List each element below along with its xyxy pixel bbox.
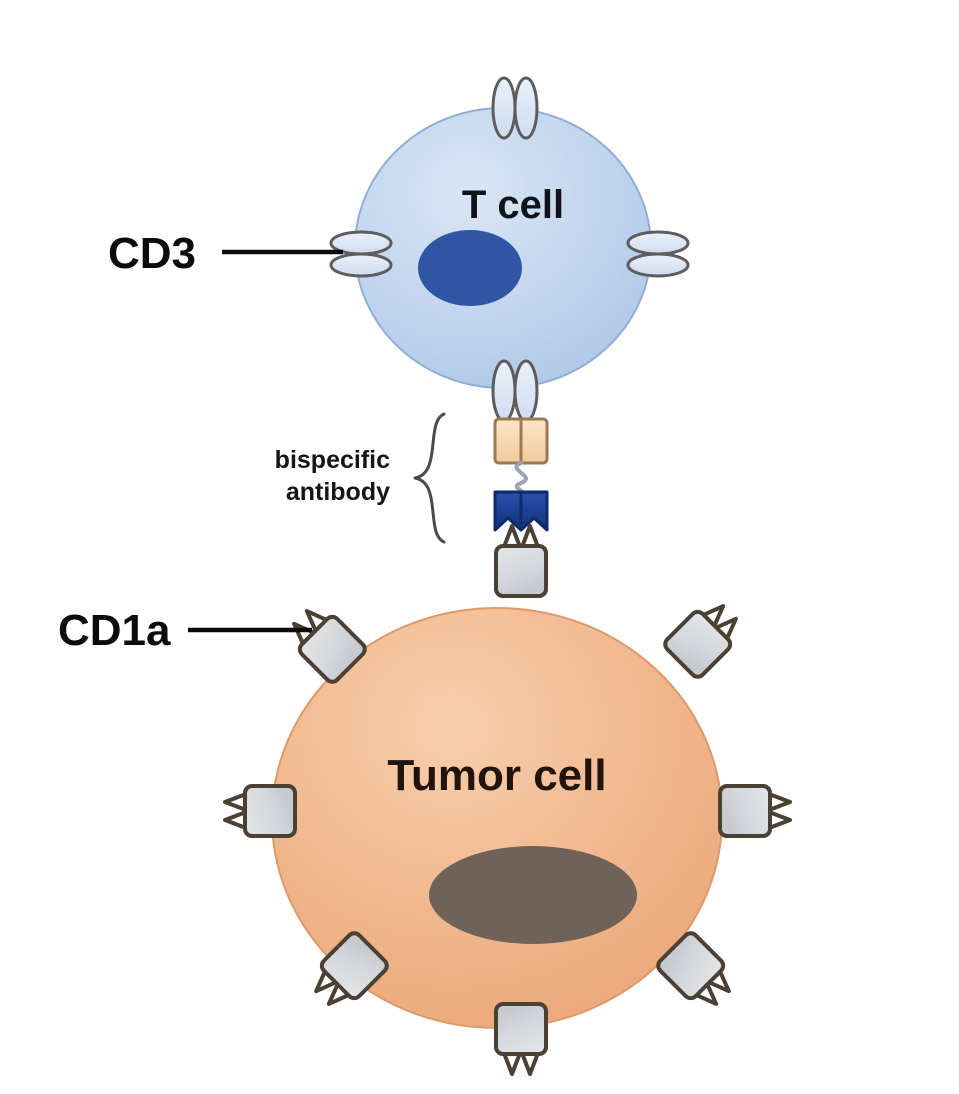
cd3-callout-label: CD3 <box>108 229 196 278</box>
antibody-callout-line2: antibody <box>286 478 390 506</box>
bispecific-antibody-callout: bispecific antibody <box>275 412 446 544</box>
antibody-callout-brace <box>413 412 446 544</box>
tumor-cell-nucleus <box>429 846 637 944</box>
cd1a-callout: CD1a <box>58 606 312 655</box>
bispecific-antibody-group[interactable] <box>493 417 549 532</box>
cd3-callout: CD3 <box>108 229 343 278</box>
t-cell-label: T cell <box>462 183 564 227</box>
t-cell-group: T cell <box>354 107 652 389</box>
tumor-cell-label: Tumor cell <box>387 751 606 800</box>
antibody-cd1a-binding-domain <box>493 490 549 532</box>
t-cell-nucleus <box>418 230 522 306</box>
antibody-callout-line1: bispecific <box>275 446 390 474</box>
antibody-cd3-binding-domain <box>493 417 549 465</box>
cd1a-callout-label: CD1a <box>58 606 171 655</box>
